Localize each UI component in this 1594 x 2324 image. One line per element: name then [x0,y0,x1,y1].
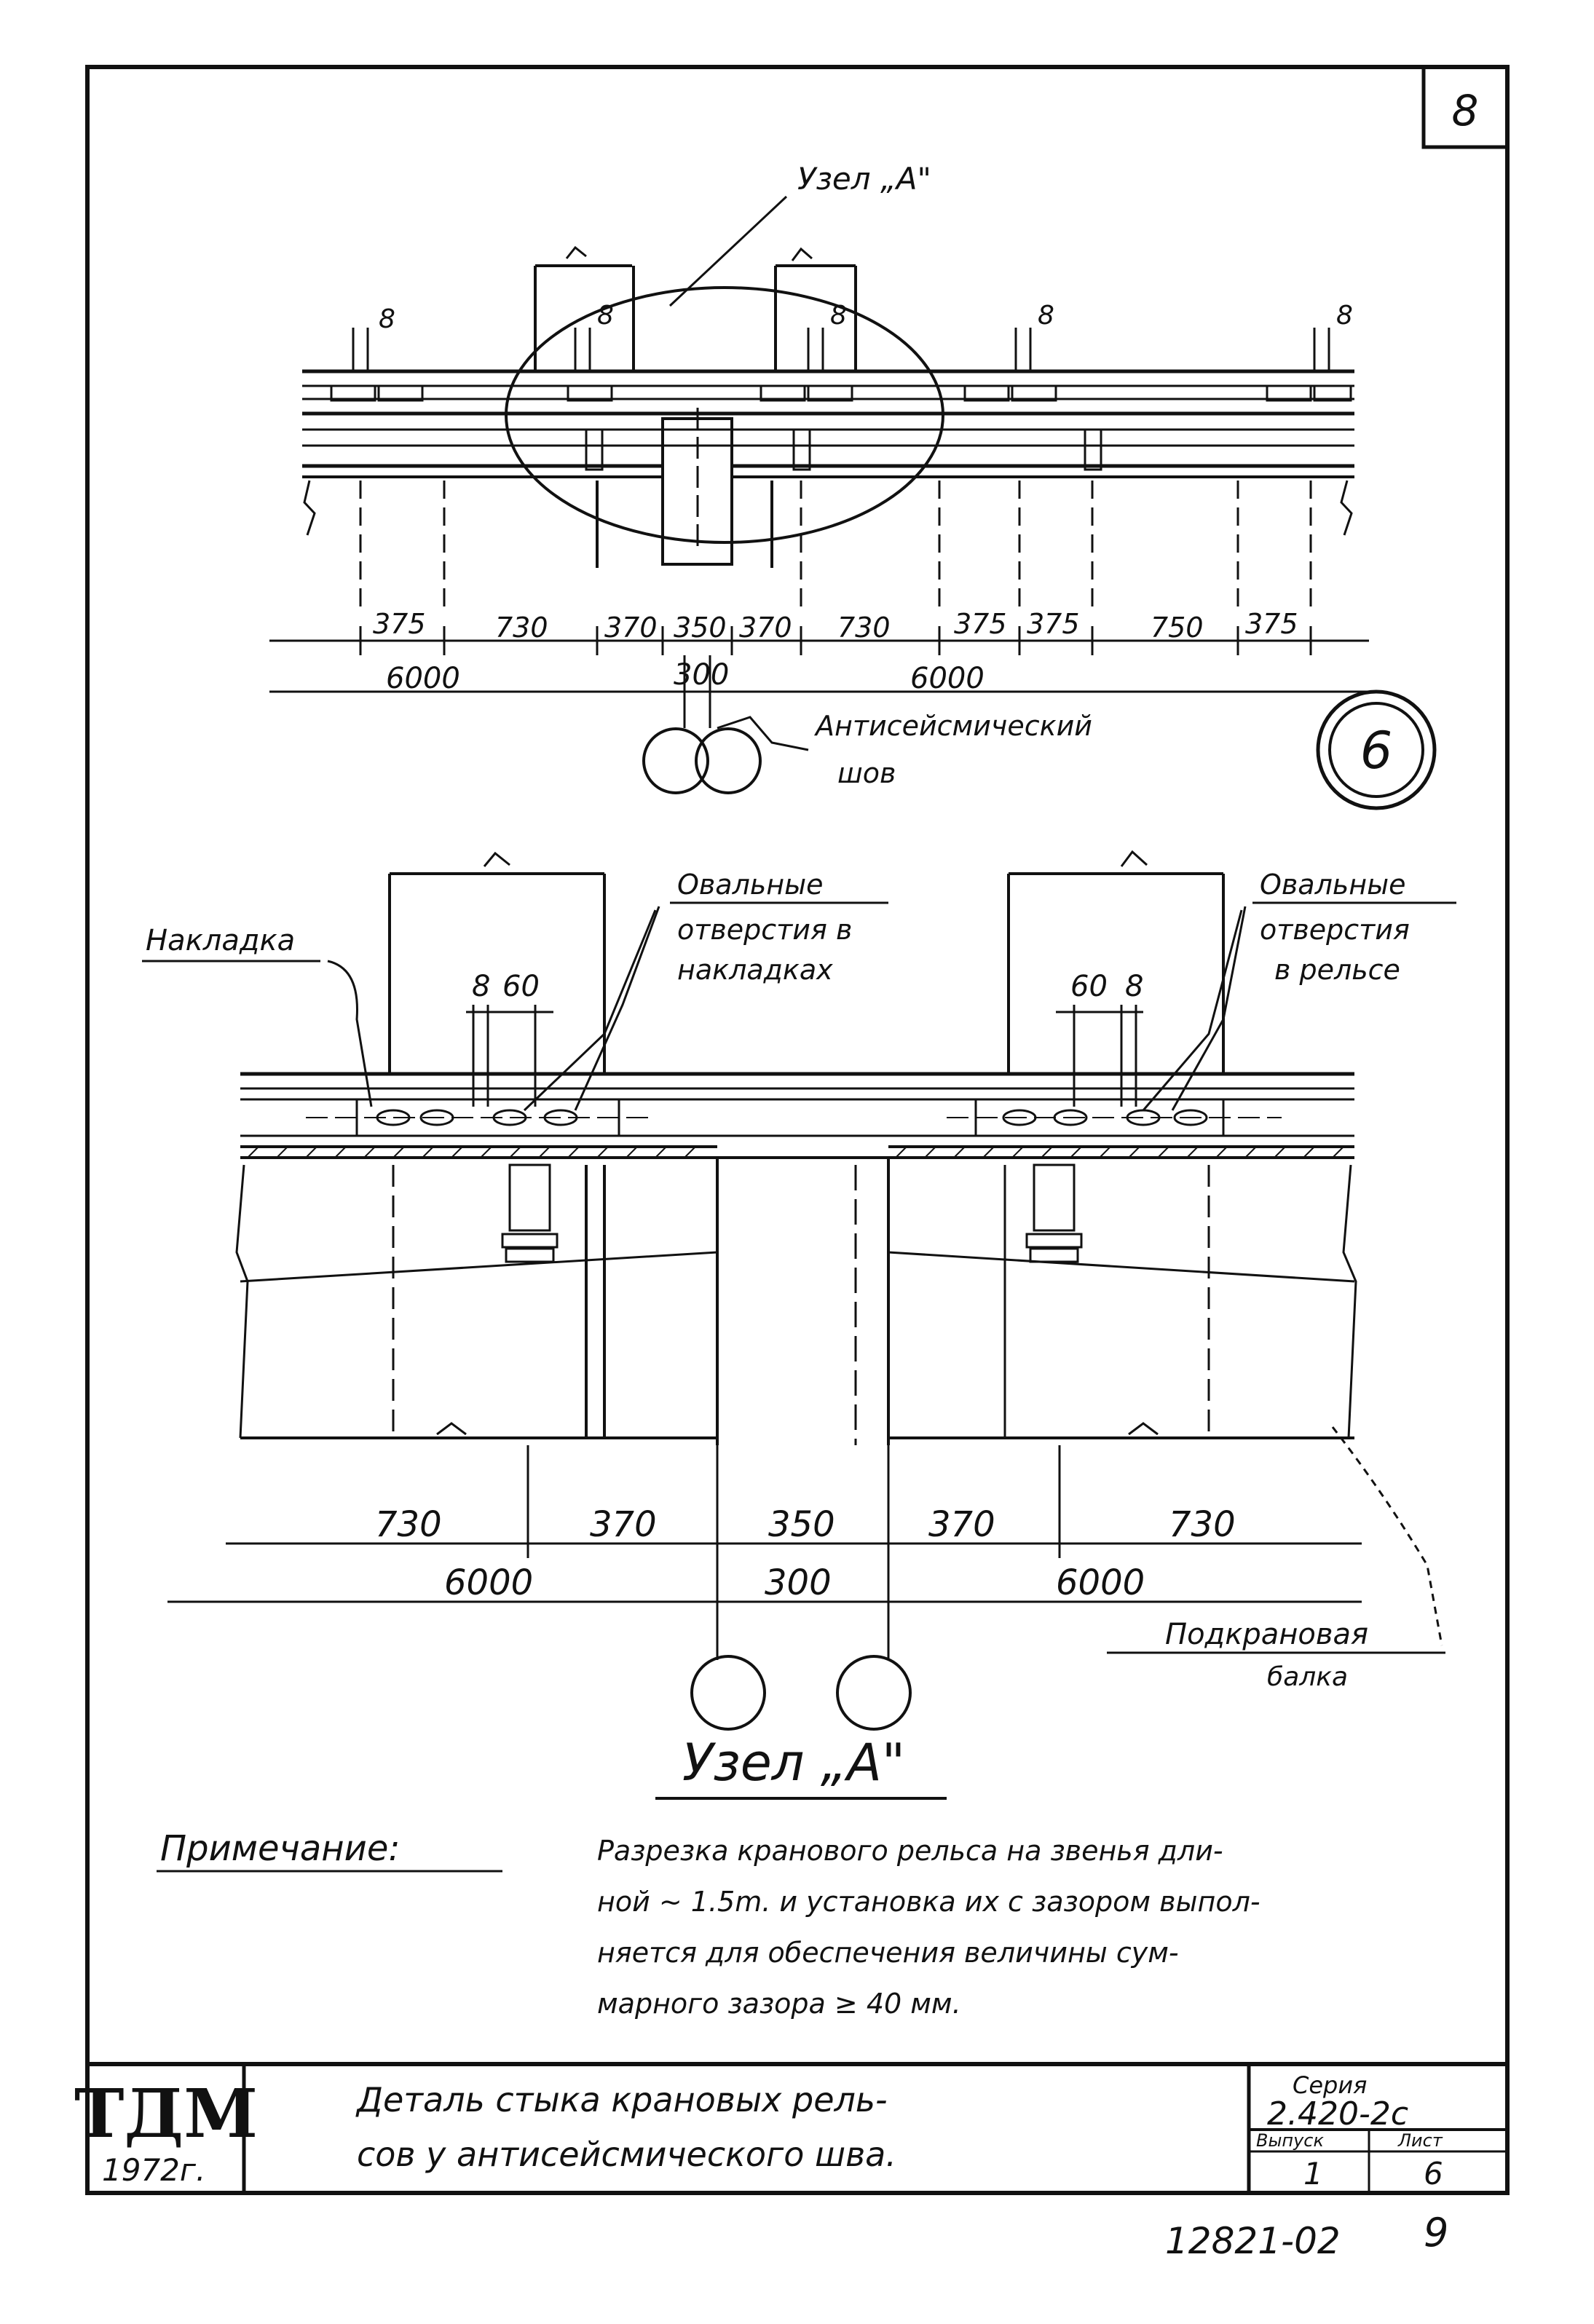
note-block: Примечание: Разрезка кранового рельса на… [157,1828,1260,2020]
label-nakladka: Накладка [146,924,295,957]
dim-bottom-2: 300 [674,658,729,692]
dim-top-10: 375 [1245,608,1298,640]
dim-top-9: 750 [1151,612,1204,644]
right-dim-8: 8 [1125,970,1143,1003]
detail-dim-5: 730 [1169,1504,1236,1545]
joint-label-line1: Антисейсмический [813,710,1092,742]
dim-bottom-3: 6000 [910,662,985,695]
bottom-code: 12821-02 [1165,2220,1341,2262]
gap-mark-3: 8 [830,301,847,331]
sheet-frame [85,65,1510,2195]
detail-title: Узел „А" [682,1733,905,1793]
detail-dim-1: 730 [375,1504,442,1545]
joint-label-line2: шов [837,757,896,789]
note-heading: Примечание: [160,1828,401,1869]
series-value: 2.420-2с [1267,2095,1408,2133]
bottom-page: 9 [1424,2210,1448,2256]
left-dim-60: 60 [502,970,540,1003]
circle-mark: 6 [1360,721,1393,780]
detail-dim-2: 370 [590,1504,657,1545]
gap-mark-4: 8 [1038,301,1054,331]
label-holes-plates-2: отверстия в [677,914,852,946]
detail-elevation: 8 60 60 8 Накладка Овальные отверстия в … [142,850,1456,1800]
left-dim-8: 8 [472,970,490,1003]
series-label: Серия [1293,2071,1367,2099]
dim-top-6: 730 [837,612,891,644]
dim-bottom-1: 6000 [386,662,460,695]
corner-number: 8 [1452,86,1479,135]
title-year: 1972г. [102,2152,205,2188]
gap-mark-2: 8 [597,301,614,331]
crane-beam-label-2: балка [1267,1662,1348,1692]
note-line-2: ной ~ 1.5m. и установка их с зазором вып… [597,1886,1260,1918]
title-line-1: Деталь стыка крановых рель- [355,2080,888,2119]
dim-top-1: 375 [373,608,426,640]
note-line-3: няется для обеспечения величины сум- [597,1937,1179,1969]
detail-dimensions-top: 730 370 350 370 730 [375,1504,1236,1545]
detail-dim-4: 370 [928,1504,995,1545]
sheet-label: Лист [1397,2130,1443,2151]
corner-number-box: 8 [1421,65,1510,149]
note-line-4: марного зазора ≥ 40 мм. [597,1988,961,2020]
issue-label: Выпуск [1256,2130,1325,2151]
note-line-1: Разрезка кранового рельса на звенья дли- [597,1835,1223,1867]
dim-top-3: 370 [604,612,658,644]
dim-top-7: 375 [954,608,1007,640]
title-block: ТДМ 1972г. Деталь стыка крановых рель- с… [74,2062,1507,2193]
gap-mark-5: 8 [1336,301,1353,331]
detail-dim-bottom-1: 6000 [444,1562,533,1603]
gap-mark-1: 8 [379,304,395,334]
sheet-value: 6 [1424,2156,1443,2191]
label-holes-rail-1: Овальные [1260,869,1406,901]
overview-elevation: Узел „А" 8 8 8 8 8 [269,161,1437,810]
detail-dim-bottom-3: 6000 [1056,1562,1145,1603]
right-dim-60: 60 [1070,970,1108,1003]
issue-value: 1 [1303,2156,1323,2191]
detail-dim-3: 350 [768,1504,835,1545]
dim-top-4: 350 [674,612,727,644]
detail-dimensions-bottom: 6000 300 6000 [444,1562,1145,1603]
label-holes-plates-1: Овальные [677,869,824,901]
dim-top-8: 375 [1027,608,1080,640]
label-holes-rail-2: отверстия [1260,914,1410,946]
node-a-marker [505,286,944,544]
gap-markers: 8 8 8 8 8 [352,301,1353,371]
title-line-2: сов у антисейсмического шва. [357,2135,896,2174]
crane-beam-label-1: Подкрановая [1165,1618,1368,1651]
overview-node-label: Узел „А" [797,161,931,197]
org-logo: ТДМ [74,2074,258,2153]
label-holes-rail-3: в рельсе [1274,954,1400,986]
label-holes-plates-3: накладках [677,954,833,986]
detail-dim-bottom-2: 300 [765,1562,832,1603]
dim-top-5: 370 [739,612,792,644]
overview-dimensions-top: 375 730 370 350 370 730 375 375 750 375 [373,608,1298,644]
overview-dimensions-bottom: 6000 300 6000 [386,658,985,695]
dim-top-2: 730 [495,612,548,644]
